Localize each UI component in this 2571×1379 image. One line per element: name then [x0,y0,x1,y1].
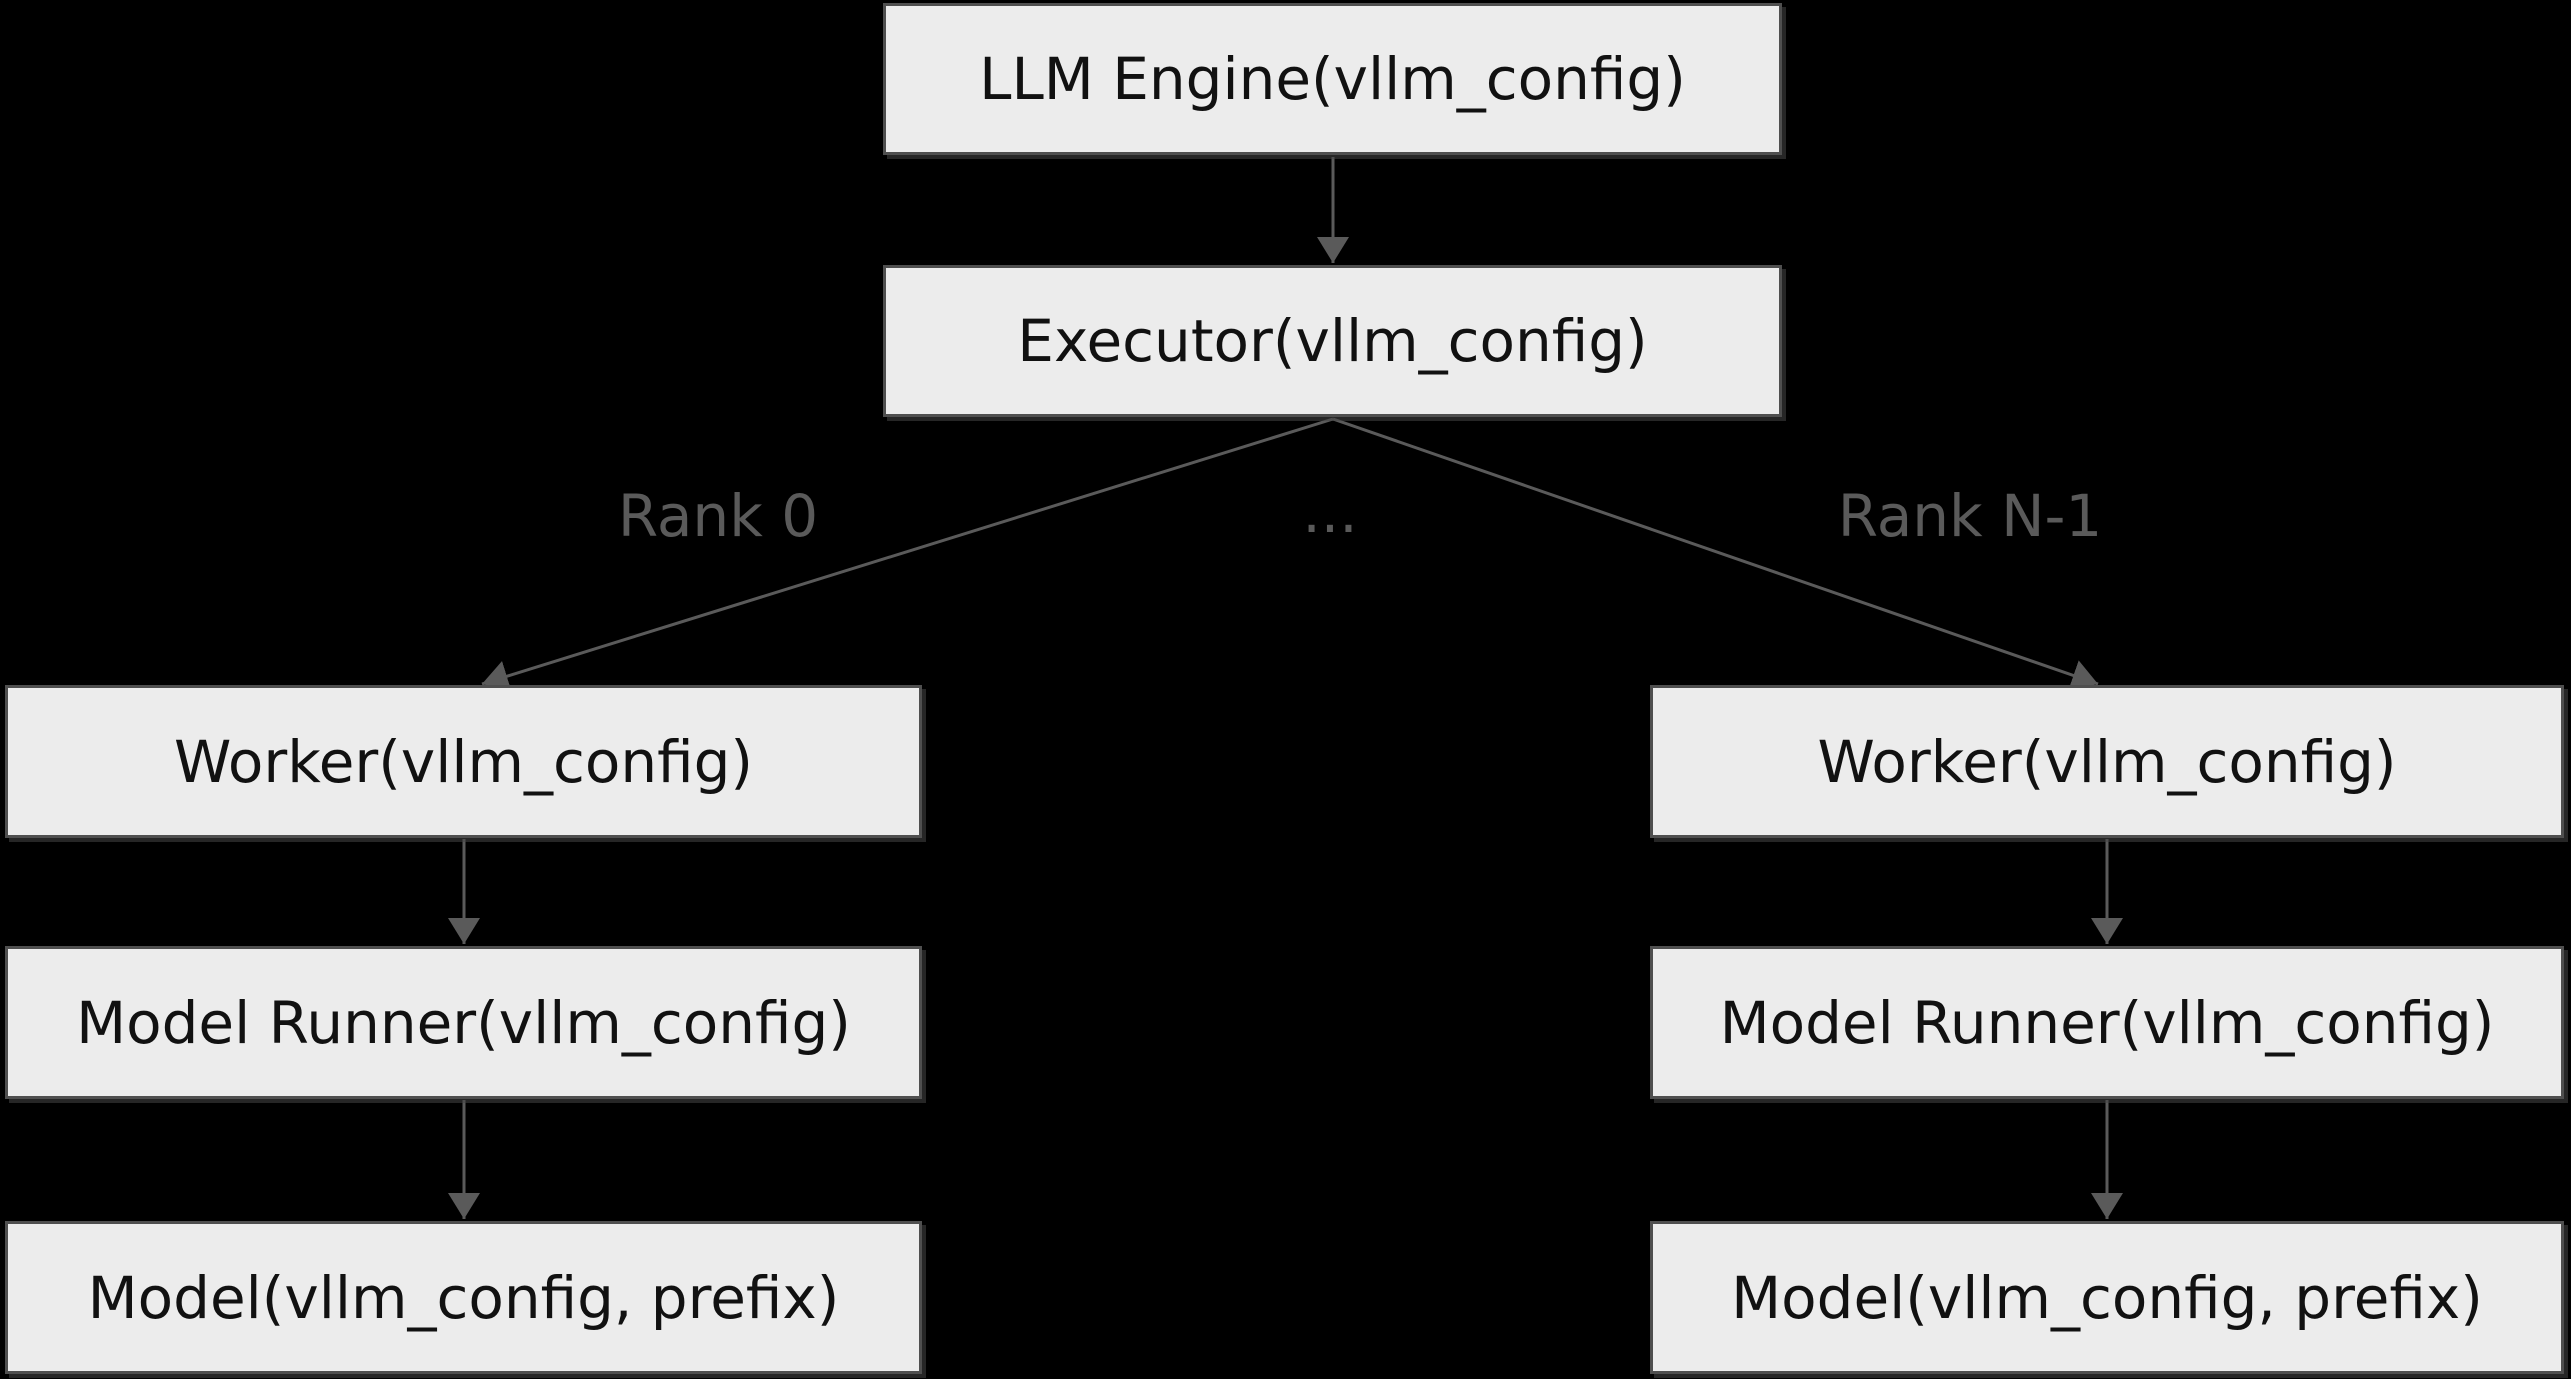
node-label: Worker(vllm_config) [1817,727,2397,796]
node-executor: Executor(vllm_config) [883,265,1782,417]
node-label: Model(vllm_config, prefix) [87,1263,840,1332]
edge-label-rank-n-1: Rank N-1 [1837,482,2103,550]
node-label: LLM Engine(vllm_config) [979,45,1686,113]
edge-label-rank-0: Rank 0 [617,482,819,550]
node-llm-engine: LLM Engine(vllm_config) [883,3,1782,155]
edge-executor-to-worker-rankn [1332,417,2099,691]
node-model-rankn: Model(vllm_config, prefix) [1650,1221,2564,1374]
edge-executor-to-worker-rank0 [481,417,1334,692]
node-label: Worker(vllm_config) [173,727,754,796]
edge-label-ellipsis: ... [1302,478,1358,546]
node-model-runner-rankn: Model Runner(vllm_config) [1650,946,2564,1099]
node-worker-rankn: Worker(vllm_config) [1650,685,2564,838]
node-label: Executor(vllm_config) [1017,307,1648,375]
node-label: Model Runner(vllm_config) [1719,988,2495,1057]
node-model-runner-rank0: Model Runner(vllm_config) [5,946,922,1099]
node-model-rank0: Model(vllm_config, prefix) [5,1221,922,1374]
node-worker-rank0: Worker(vllm_config) [5,685,922,838]
node-label: Model Runner(vllm_config) [76,988,851,1057]
node-label: Model(vllm_config, prefix) [1731,1263,2483,1332]
